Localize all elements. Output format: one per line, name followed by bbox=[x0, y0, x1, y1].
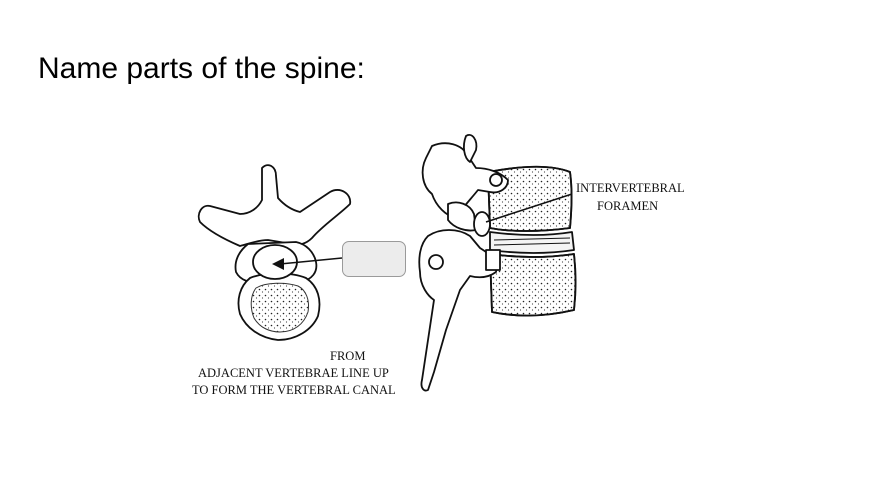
right-label-line2: FORAMEN bbox=[597, 199, 658, 213]
pointer-line-right bbox=[485, 193, 573, 223]
lower-vertebral-body bbox=[489, 253, 577, 317]
upper-posterior-elements bbox=[421, 142, 509, 219]
left-caption-line3: TO FORM THE VERTEBRAL CANAL bbox=[192, 383, 396, 397]
superior-articular-process bbox=[463, 134, 478, 163]
pointer-arrow-left bbox=[272, 258, 284, 270]
lower-posterior-elements bbox=[418, 229, 498, 392]
spongy-bone bbox=[250, 282, 309, 333]
intervertebral-disc bbox=[489, 231, 575, 254]
vertebra-top-view bbox=[197, 164, 352, 341]
intervertebral-foramen bbox=[473, 211, 491, 237]
answer-box[interactable] bbox=[342, 241, 406, 277]
left-caption-line2: ADJACENT VERTEBRAE LINE UP bbox=[198, 366, 389, 380]
right-label-line1: INTERVERTEBRAL bbox=[576, 181, 685, 195]
vertebral-foramen bbox=[252, 244, 298, 280]
page-title: Name parts of the spine: bbox=[38, 52, 365, 85]
vertebrae-side-view bbox=[418, 134, 577, 392]
left-caption-line1: FROM bbox=[330, 349, 365, 363]
inferior-articular-process bbox=[447, 201, 477, 232]
pointer-line-left bbox=[279, 257, 343, 265]
vertebral-arch bbox=[197, 164, 352, 247]
